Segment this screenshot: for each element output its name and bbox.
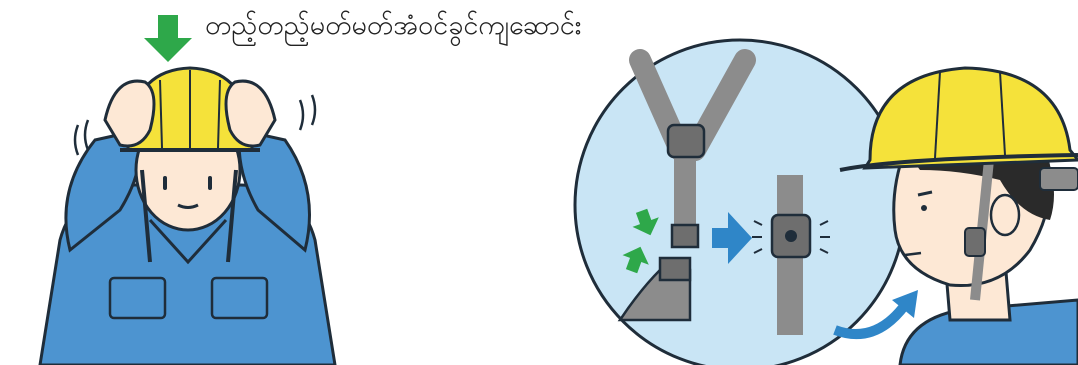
blue-right-arrow-icon <box>712 212 752 264</box>
worker-profile <box>839 66 1078 365</box>
worker-adjusting-helmet <box>38 66 337 365</box>
buckle-detail-circle <box>573 38 907 365</box>
green-down-arrow-icon <box>144 15 192 62</box>
instruction-caption: တည့်တည့်မတ်မတ်အံဝင်ခွင်ကျဆောင်း <box>205 10 582 41</box>
blue-curved-arrow-icon <box>833 290 918 340</box>
